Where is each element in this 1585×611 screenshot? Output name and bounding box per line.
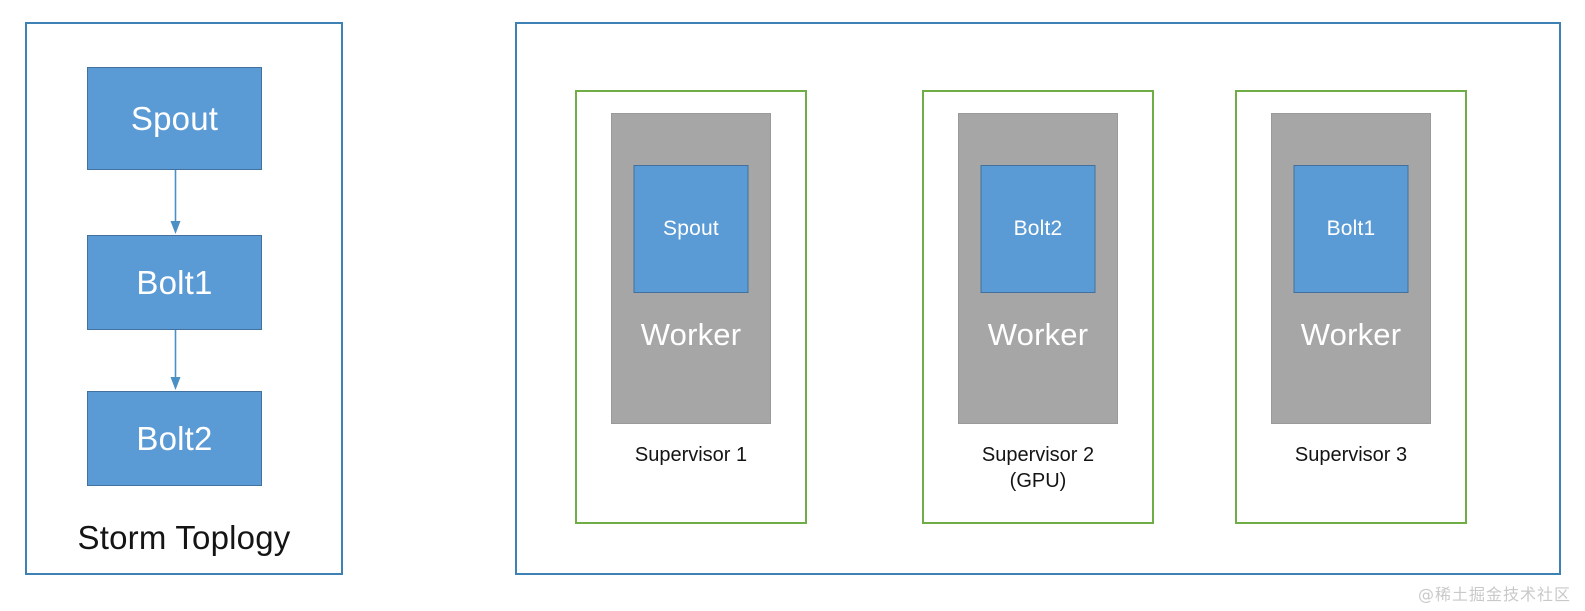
- watermark: @稀土掘金技术社区: [1417, 585, 1571, 604]
- storm-topology-caption: Storm Toplogy: [77, 519, 291, 556]
- supervisor-2-worker: Bolt2 Worker: [958, 113, 1118, 424]
- supervisor-2-worker-label: Worker: [987, 317, 1089, 352]
- supervisor-2-component-label: Bolt2: [1013, 217, 1063, 240]
- storm-cluster-panel: Spout Worker Supervisor 1 Bolt2 Worker S…: [515, 22, 1561, 575]
- supervisor-3-component-bolt1: Bolt1: [1293, 165, 1409, 293]
- supervisor-2-caption-line-1: Supervisor 2: [981, 444, 1095, 466]
- storm-topology-panel: Spout Bolt1 Bolt2 Storm Toplogy: [25, 22, 343, 575]
- supervisor-1-component-label: Spout: [663, 217, 719, 240]
- supervisor-1-caption-line-1: Supervisor 1: [634, 444, 748, 466]
- supervisor-1-worker-label: Worker: [640, 317, 742, 352]
- arrow-spout-to-bolt1-icon: [170, 170, 181, 234]
- supervisor-3-component-label: Bolt1: [1326, 217, 1376, 240]
- topology-node-bolt2-label: Bolt2: [136, 419, 213, 457]
- supervisor-1-caption: Supervisor 1: [577, 442, 805, 468]
- supervisor-3-caption: Supervisor 3: [1237, 442, 1465, 468]
- supervisor-3-worker: Bolt1 Worker: [1271, 113, 1431, 424]
- supervisor-1-worker: Spout Worker: [611, 113, 771, 424]
- supervisor-3: Bolt1 Worker Supervisor 3: [1235, 90, 1467, 524]
- supervisor-2-caption: Supervisor 2 (GPU): [924, 442, 1152, 494]
- supervisor-2-component-bolt2: Bolt2: [980, 165, 1096, 293]
- supervisor-1-component-spout: Spout: [633, 165, 749, 293]
- supervisor-3-caption-line-1: Supervisor 3: [1294, 444, 1408, 466]
- topology-node-bolt1-label: Bolt1: [136, 263, 213, 301]
- arrow-bolt1-to-bolt2-icon: [170, 330, 181, 390]
- topology-node-spout-label: Spout: [130, 99, 219, 137]
- topology-node-bolt1: Bolt1: [87, 235, 262, 330]
- supervisor-3-worker-label: Worker: [1300, 317, 1402, 352]
- topology-node-bolt2: Bolt2: [87, 391, 262, 486]
- topology-node-spout: Spout: [87, 67, 262, 170]
- supervisor-1: Spout Worker Supervisor 1: [575, 90, 807, 524]
- supervisor-2-caption-line-2: (GPU): [1009, 470, 1067, 492]
- supervisor-2: Bolt2 Worker Supervisor 2 (GPU): [922, 90, 1154, 524]
